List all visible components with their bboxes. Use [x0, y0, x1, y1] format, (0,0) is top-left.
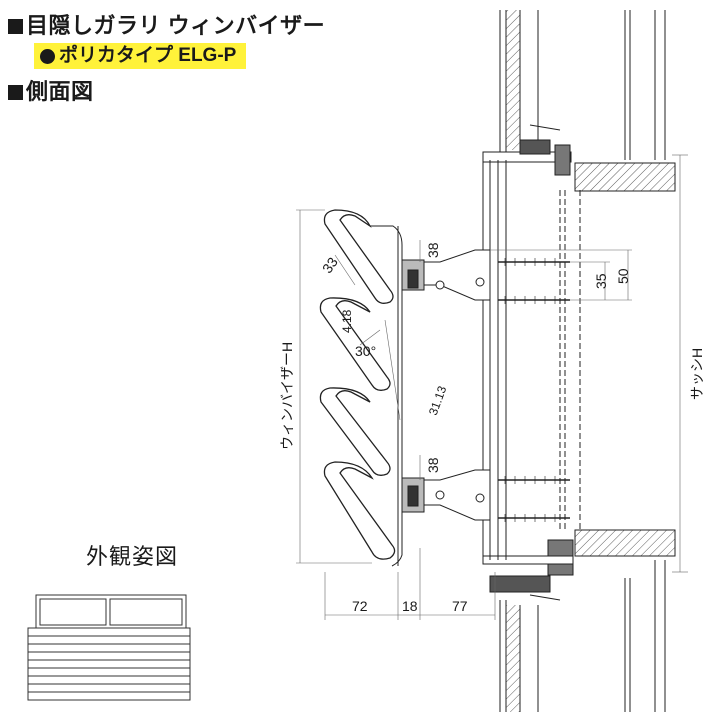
sash-head: [482, 124, 676, 192]
product-subtitle-text: ポリカタイプ ELG-P: [59, 45, 237, 66]
product-subtitle: ポリカタイプ ELG-P: [34, 43, 247, 69]
bracket-lower: [401, 469, 491, 521]
dim-visor-height: ウィンバイザーH: [279, 342, 295, 450]
dim-mount-depth: 77: [452, 598, 468, 614]
dim-bracket-lower: 38: [425, 457, 441, 473]
dim-bracket-gap: 18: [402, 598, 418, 614]
visor-plate: [370, 225, 403, 567]
louver-slats: [319, 209, 396, 560]
sash-frame: [482, 152, 581, 564]
main-title: 目隠しガラリ ウィンバイザー: [8, 14, 325, 38]
dim-screw-pitch-outer: 50: [615, 268, 631, 284]
dim-slat-gap: 4.18: [340, 309, 354, 333]
exterior-view-drawing: [27, 594, 191, 701]
circle-bullet-icon: [40, 48, 55, 64]
screws: [498, 261, 570, 519]
main-title-text: 目隠しガラリ ウィンバイザー: [26, 13, 326, 38]
section-title: 側面図: [8, 80, 94, 104]
sash-sill: [482, 529, 676, 601]
dimension-lines: [296, 154, 688, 620]
dim-slat-pitch: 33: [319, 254, 341, 276]
dim-slat-angle: 30°: [355, 343, 376, 359]
square-bullet-icon: [8, 18, 23, 34]
dim-slat-depth: 31.13: [426, 384, 450, 417]
wall-lower: [499, 560, 666, 712]
dim-sash-height: サッシH: [689, 348, 705, 400]
dim-visor-width: 72: [352, 598, 368, 614]
square-bullet-icon: [8, 84, 23, 100]
wall-upper: [499, 10, 666, 160]
dim-screw-pitch-inner: 35: [593, 273, 609, 289]
exterior-view-label: 外観姿図: [86, 544, 179, 569]
dim-bracket-upper: 38: [425, 242, 441, 258]
bracket-upper: [401, 249, 491, 301]
title-block: 目隠しガラリ ウィンバイザー: [8, 14, 325, 38]
section-title-text: 側面図: [26, 79, 94, 104]
